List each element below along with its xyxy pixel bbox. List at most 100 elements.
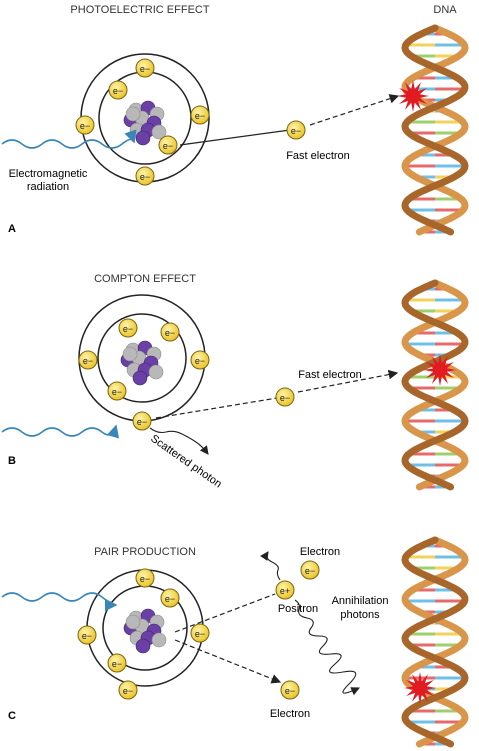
nucleus bbox=[123, 608, 167, 654]
electron-symbol: e− bbox=[113, 86, 123, 96]
annihilation-photon-up bbox=[260, 551, 281, 581]
electron-symbol: e− bbox=[195, 111, 205, 121]
electron-symbol: e− bbox=[112, 659, 122, 669]
fast-electron: e− bbox=[275, 387, 295, 407]
electron-ball bbox=[190, 623, 210, 643]
damage-burst bbox=[397, 80, 429, 112]
electron-ball bbox=[135, 568, 155, 588]
fast-electron-label: Fast electron bbox=[298, 369, 362, 381]
electron: e− bbox=[118, 318, 138, 338]
electron: e− bbox=[77, 625, 97, 645]
electron: e− bbox=[135, 568, 155, 588]
electron: e− bbox=[158, 135, 178, 155]
electron-ball bbox=[300, 560, 320, 580]
electron: e− bbox=[160, 588, 180, 608]
neutron bbox=[148, 364, 164, 380]
electron-ball bbox=[135, 166, 155, 186]
fast-electron: e− bbox=[286, 120, 306, 140]
incident-wave bbox=[1, 592, 118, 612]
panel-c-letter: C bbox=[8, 710, 16, 722]
electron-ball bbox=[75, 115, 95, 135]
incident-wave bbox=[1, 424, 120, 439]
electron-ball bbox=[107, 381, 127, 401]
burst-shape bbox=[404, 672, 436, 704]
electron: e− bbox=[190, 350, 210, 370]
electron-symbol: e+ bbox=[280, 586, 290, 596]
annihilation-label-line2: photons bbox=[340, 609, 380, 621]
electron: e− bbox=[300, 560, 320, 580]
atom-a: e− e− e− e− e− e− bbox=[75, 53, 210, 186]
dna-helix bbox=[401, 24, 469, 236]
radiation-label-line1: Electromagnetic bbox=[9, 168, 88, 180]
electron-symbol: e− bbox=[83, 356, 93, 366]
panel-b-title: COMPTON EFFECT bbox=[94, 273, 196, 285]
neutron bbox=[151, 124, 167, 140]
atom-b: e− e− e− e− e− e− bbox=[78, 294, 210, 431]
electron-symbol: e− bbox=[112, 387, 122, 397]
burst-shape bbox=[397, 80, 429, 112]
electron: e− bbox=[190, 105, 210, 125]
electron-symbol: e− bbox=[140, 574, 150, 584]
electron-ball bbox=[275, 387, 295, 407]
panel-a: PHOTOELECTRIC EFFECT DNA e− e− e− e− e− … bbox=[1, 4, 469, 236]
proton bbox=[132, 370, 148, 386]
fast-electron-label: Fast electron bbox=[286, 150, 350, 162]
panel-a-letter: A bbox=[8, 223, 16, 235]
electron-symbol: e− bbox=[163, 141, 173, 151]
electron-symbol: e− bbox=[123, 324, 133, 334]
positron-path bbox=[174, 593, 276, 633]
dna-backbone bbox=[401, 24, 469, 236]
electron: e− bbox=[78, 350, 98, 370]
electron: e− bbox=[118, 680, 138, 700]
panel-b: COMPTON EFFECT e− e− e− e− e− e− e− Fast… bbox=[1, 273, 469, 491]
scattered-photon-wave bbox=[149, 427, 209, 455]
panel-c: PAIR PRODUCTION e− e− e− e− e− e− e+ Pos… bbox=[1, 536, 469, 748]
positron-label: Positron bbox=[278, 603, 318, 615]
electron-symbol: e− bbox=[140, 64, 150, 74]
fast-electron-path bbox=[309, 94, 400, 126]
electron-symbol: e− bbox=[305, 566, 315, 576]
electron-symbol: e− bbox=[165, 594, 175, 604]
electromagnetic-wave bbox=[1, 129, 137, 149]
electron: e− bbox=[160, 322, 180, 342]
electron-symbol: e− bbox=[137, 417, 147, 427]
dna-backbone bbox=[401, 279, 469, 491]
electron: e− bbox=[108, 80, 128, 100]
electron-symbol: e− bbox=[291, 126, 301, 136]
dna-backbone bbox=[401, 279, 469, 491]
electron-symbol: e− bbox=[80, 121, 90, 131]
proton bbox=[135, 638, 151, 654]
fast-electron-path bbox=[297, 369, 399, 393]
electron-ball bbox=[275, 580, 295, 600]
electron: e− bbox=[135, 166, 155, 186]
electron-ball bbox=[135, 58, 155, 78]
electron-symbol: e− bbox=[165, 328, 175, 338]
dna-label: DNA bbox=[433, 4, 457, 16]
panel-c-title: PAIR PRODUCTION bbox=[94, 546, 196, 558]
dna-backbone bbox=[401, 24, 469, 236]
electron-ball bbox=[160, 322, 180, 342]
electron-symbol: e− bbox=[123, 686, 133, 696]
dna-helix bbox=[401, 279, 469, 491]
nucleus bbox=[123, 100, 167, 146]
ejection-path bbox=[179, 129, 291, 146]
damage-burst bbox=[404, 672, 436, 704]
panel-a-title: PHOTOELECTRIC EFFECT bbox=[70, 4, 209, 16]
electron-path bbox=[174, 639, 282, 684]
recoil-path bbox=[155, 397, 278, 419]
neutron bbox=[125, 106, 141, 122]
electron-symbol: e− bbox=[285, 686, 295, 696]
damage-burst bbox=[424, 354, 456, 386]
electron-symbol: e− bbox=[280, 393, 290, 403]
neutron bbox=[122, 346, 138, 362]
electron-symbol: e− bbox=[140, 172, 150, 182]
electron-symbol: e− bbox=[195, 356, 205, 366]
electron-bottom-label: Electron bbox=[270, 708, 310, 720]
radiation-label-line2: radiation bbox=[27, 181, 69, 193]
electron-symbol: e− bbox=[195, 629, 205, 639]
electron-ball bbox=[286, 120, 306, 140]
electron: e− bbox=[280, 680, 300, 700]
nucleus bbox=[120, 340, 164, 386]
annihilation-photon-down bbox=[294, 599, 360, 696]
